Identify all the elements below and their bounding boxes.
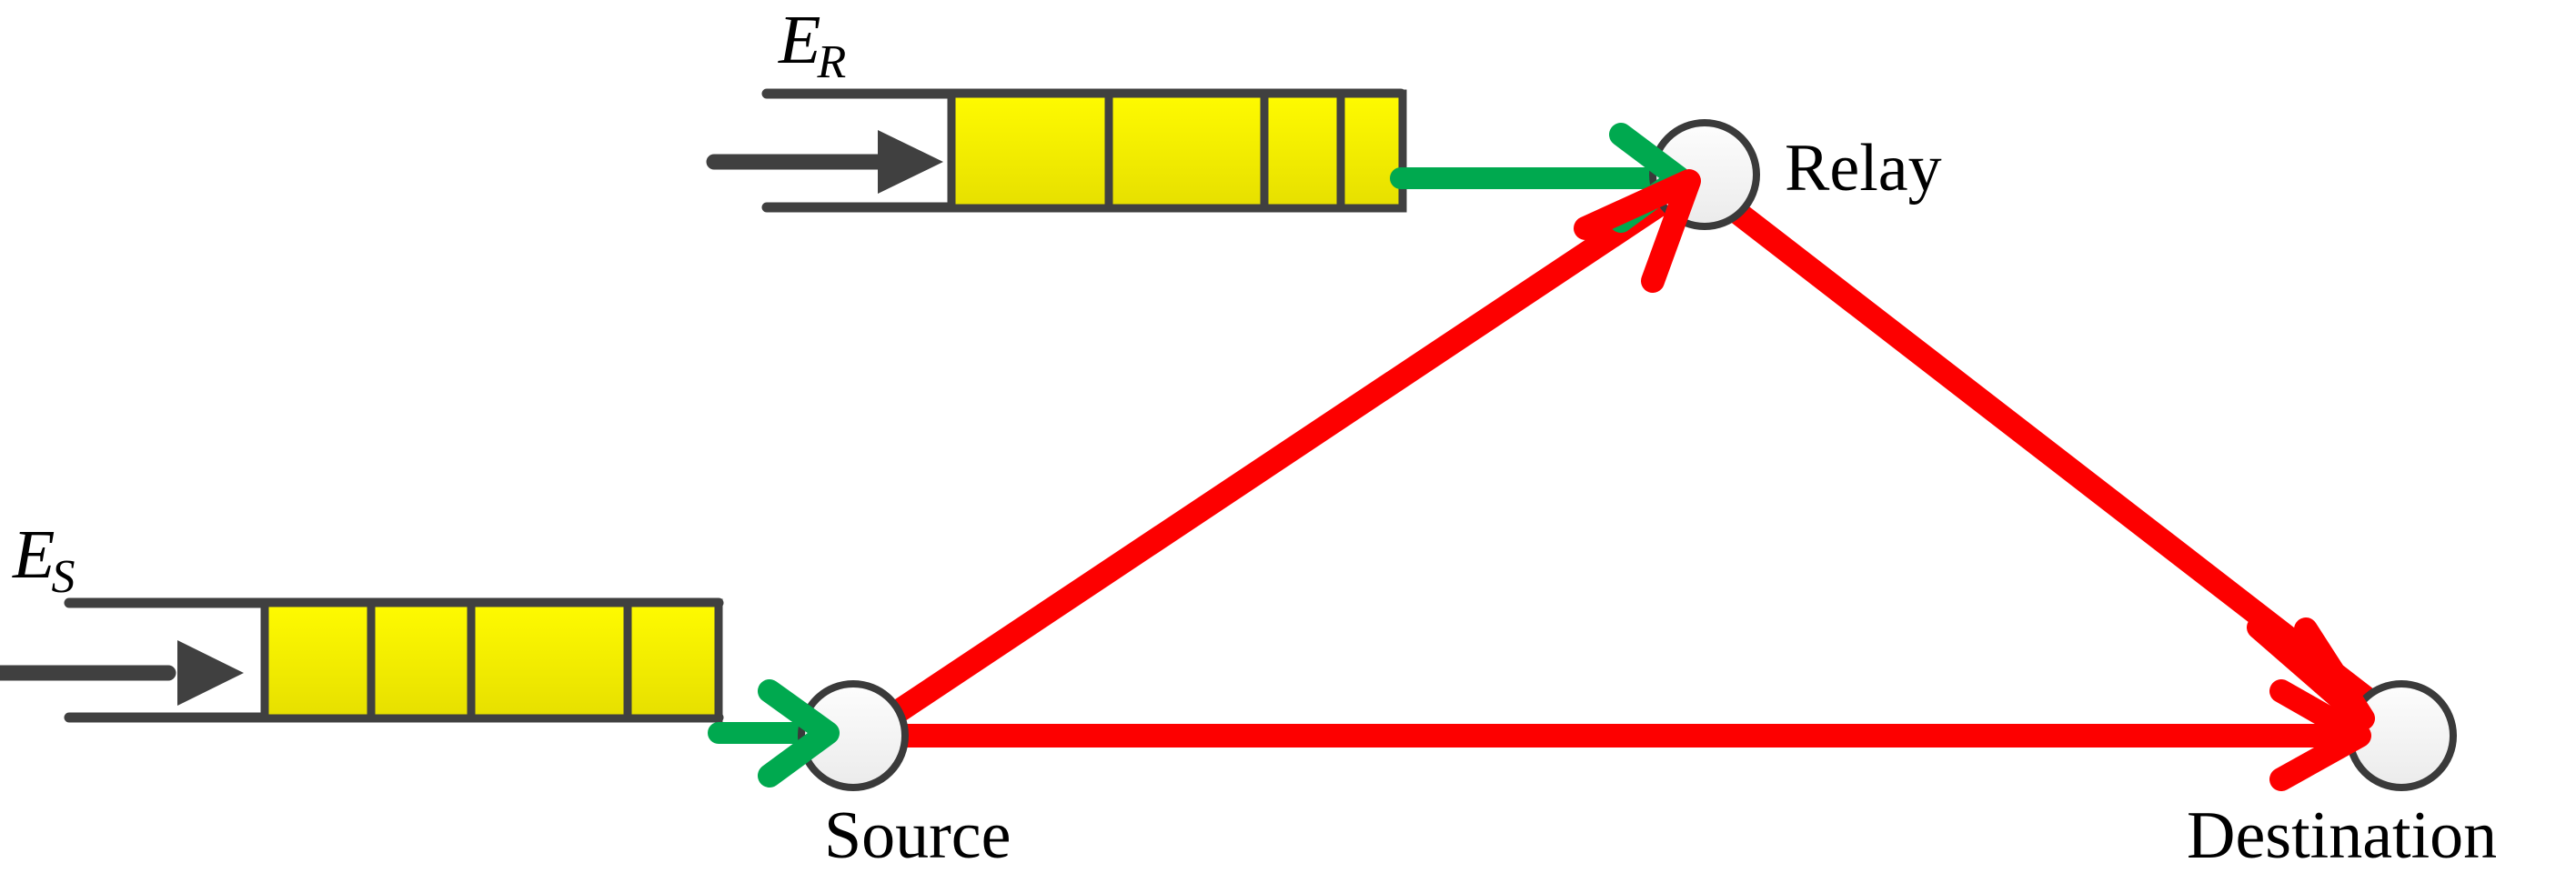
relay-buffer	[706, 88, 1407, 213]
link-source-to-relay	[887, 177, 1695, 723]
transmission-links	[887, 177, 2388, 748]
source-buffer-cell	[467, 598, 632, 723]
energy-label-relay-sub: R	[817, 36, 847, 88]
buffer-feed-links	[708, 167, 1689, 744]
source-buffer-cells	[260, 598, 723, 723]
node-source[interactable]	[798, 680, 909, 791]
energy-label-relay-base: E	[779, 2, 821, 78]
green-arrowhead-source-icon	[758, 679, 840, 788]
red-arrowhead-destination-horizontal-icon	[2269, 679, 2371, 791]
energy-in-relay-arrow-icon	[706, 130, 943, 194]
relay-buffer-cells	[947, 89, 1407, 213]
red-arrowhead-destination-diagonal-icon	[2247, 616, 2375, 730]
source-buffer-cell	[623, 598, 723, 723]
relay-buffer-cell	[1336, 89, 1407, 213]
energy-label-source-sub: S	[51, 551, 75, 603]
node-label-source: Source	[824, 798, 1011, 873]
relay-buffer-cell	[1260, 89, 1345, 213]
relay-buffer-cell	[1104, 89, 1269, 213]
relay-buffer-cell	[947, 89, 1113, 213]
red-arrowhead-relay-icon	[1574, 169, 1701, 293]
source-buffer	[0, 597, 724, 723]
source-buffer-cell	[367, 598, 476, 723]
energy-label-source-base: E	[13, 517, 55, 593]
source-node-circle[interactable]	[798, 680, 909, 791]
source-buffer-cell	[260, 598, 376, 723]
node-label-relay: Relay	[1785, 131, 1942, 206]
energy-in-source-arrow-icon	[0, 640, 244, 706]
energy-label-relay: ER	[779, 2, 850, 86]
node-label-destination: Destination	[2187, 798, 2498, 873]
energy-label-source: ES	[13, 520, 78, 601]
